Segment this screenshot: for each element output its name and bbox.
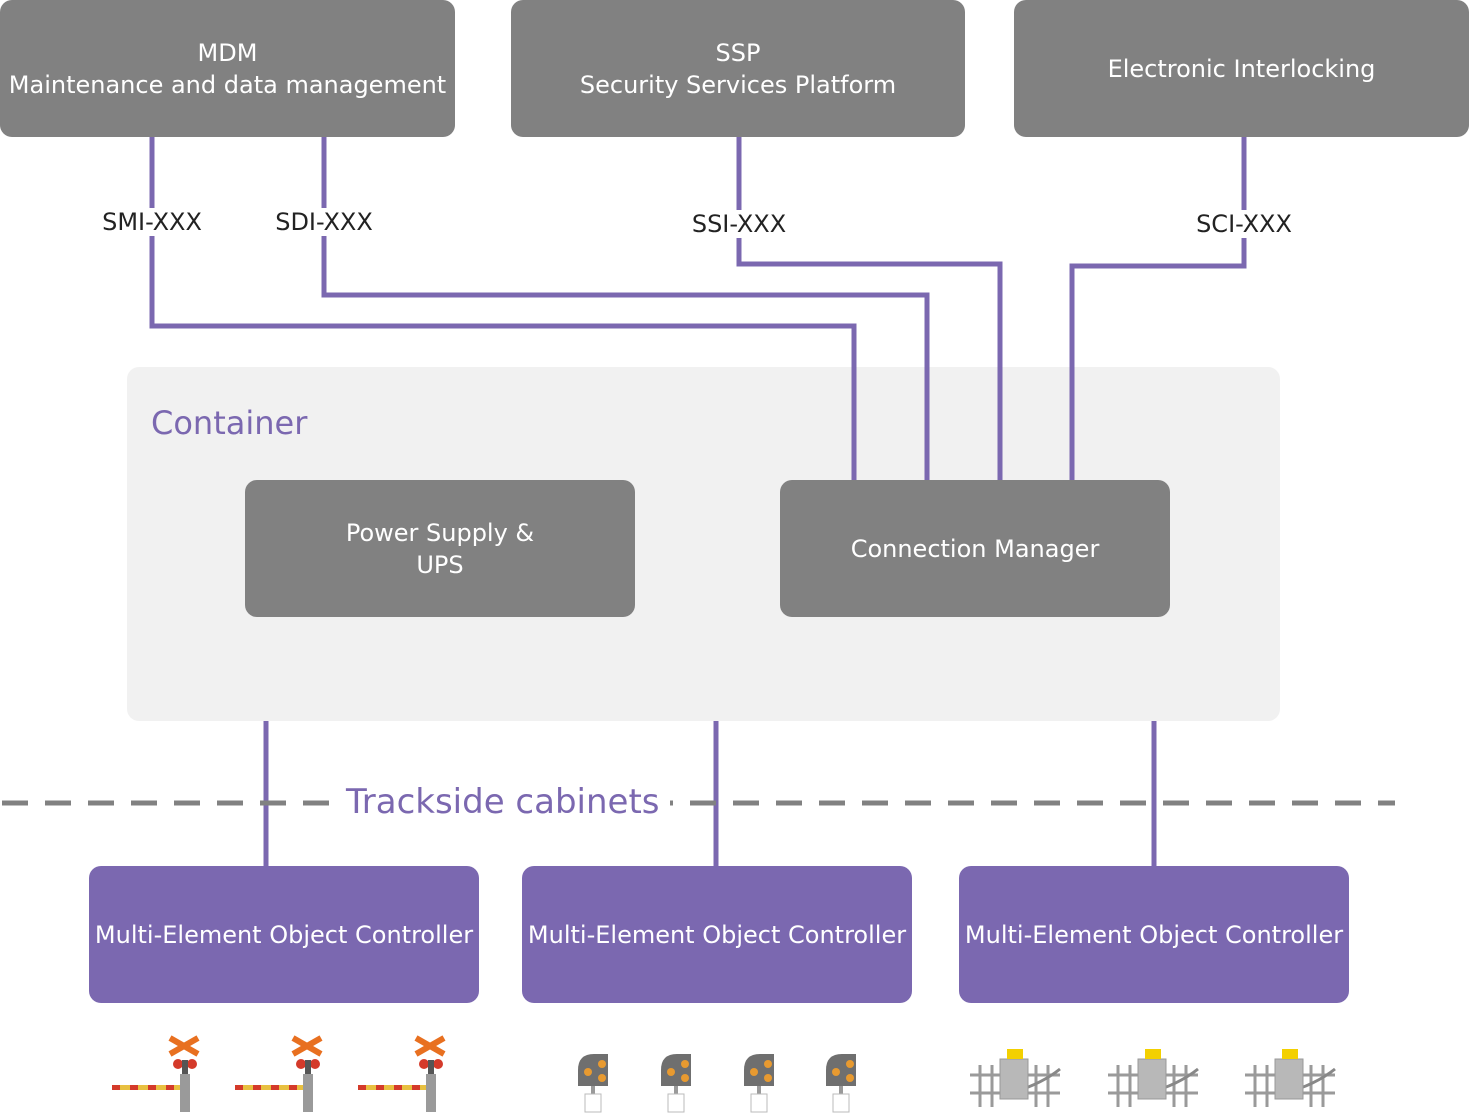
point-machine-icon: [1108, 1049, 1199, 1107]
connection-manager-label: Connection Manager: [850, 534, 1100, 563]
interlocking-label: Electronic Interlocking: [1107, 54, 1376, 83]
ssp-title: SSP: [715, 38, 761, 67]
signal-icon: [744, 1054, 774, 1113]
signal-icon: [578, 1054, 608, 1113]
ssi-link: [736, 137, 1003, 481]
smi-label: SMI-XXX: [100, 208, 204, 236]
ssp-subtitle: Security Services Platform: [579, 70, 897, 99]
power-supply-box: Power Supply & UPS: [245, 480, 635, 617]
mdm-box: MDM Maintenance and data management: [0, 0, 455, 137]
object-controller-2: Multi-Element Object Controller: [522, 866, 912, 1003]
interlocking-box: Electronic Interlocking: [1014, 0, 1469, 137]
point-machine-icon: [1245, 1049, 1336, 1107]
level-crossing-icon: [112, 1035, 200, 1112]
point-machine-icon: [970, 1049, 1061, 1107]
level-crossing-icon: [235, 1035, 323, 1112]
controller-label: Multi-Element Object Controller: [94, 920, 474, 949]
sdi-link: [321, 137, 930, 481]
controller-label: Multi-Element Object Controller: [964, 920, 1344, 949]
ssi-label: SSI-XXX: [689, 210, 789, 238]
container-label: Container: [151, 404, 308, 442]
object-controller-1: Multi-Element Object Controller: [89, 866, 479, 1003]
signal-icon: [661, 1054, 691, 1113]
mdm-subtitle: Maintenance and data management: [8, 70, 447, 99]
smi-link: [149, 137, 857, 481]
power-supply-label: Power Supply & UPS: [345, 518, 535, 579]
ssp-box: SSP Security Services Platform: [511, 0, 965, 137]
sci-label: SCI-XXX: [1194, 210, 1294, 238]
controller-label: Multi-Element Object Controller: [527, 920, 907, 949]
sci-link: [1069, 137, 1247, 481]
sdi-label: SDI-XXX: [273, 208, 375, 236]
object-controller-3: Multi-Element Object Controller: [959, 866, 1349, 1003]
signal-icon: [826, 1054, 856, 1113]
trackside-label: Trackside cabinets: [336, 782, 670, 822]
connection-manager-box: Connection Manager: [780, 480, 1170, 617]
level-crossing-icon: [358, 1035, 446, 1112]
mdm-title: MDM: [197, 38, 258, 67]
